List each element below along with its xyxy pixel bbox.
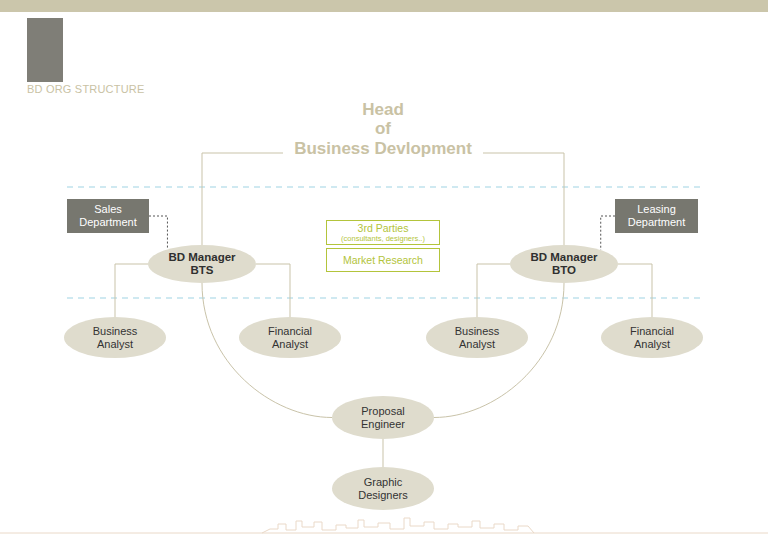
connector-line [115,264,148,317]
node-text: BD Manager BTO [518,251,610,277]
ellipse-fill [426,317,528,358]
corner-block [27,18,63,82]
level-divider [67,298,700,299]
connector-line [256,264,290,317]
role-ellipse: Financial Analyst [601,317,703,358]
head-title: Head of Business Devlopment [283,99,483,159]
node-text: Business Analyst [75,325,155,351]
node-text: Financial Analyst [250,325,330,351]
ellipse-fill [510,245,618,283]
manager-ellipse: BD Manager BTS [148,245,256,283]
role-ellipse: Business Analyst [426,317,528,358]
connector-line [601,216,615,250]
role-ellipse: Business Analyst [64,317,166,358]
node-text: Market Research [343,254,423,266]
department-box: Sales Department [67,199,149,233]
ellipse-fill [64,317,166,358]
top-bar [0,0,768,12]
text-line: of [375,119,391,138]
ellipse-fill [332,396,434,439]
node-text: Head of Business Devlopment [294,100,472,159]
connector-line [383,439,384,467]
node-text: 3rd Parties [358,223,409,234]
ellipse-fill [239,317,341,358]
node-text: Leasing Department [615,203,698,229]
role-ellipse: Financial Analyst [239,317,341,358]
node-text: Sales Department [67,203,149,229]
node-text: Graphic Designers [343,476,423,502]
role-ellipse: Proposal Engineer [332,396,434,439]
support-box: Market Research [326,248,440,272]
support-box: 3rd Parties(consultants, designers..) [326,220,440,245]
department-box: Leasing Department [615,199,698,233]
text-line: Head [362,100,404,119]
node-text: Proposal Engineer [343,405,423,431]
ellipse-fill [148,245,256,283]
connector-line [149,216,167,249]
node-text: BD Manager BTS [156,251,248,277]
footer-line [0,533,768,534]
page-title: BD ORG STRUCTURE [27,83,144,95]
manager-ellipse: BD Manager BTO [510,245,618,283]
connector-line [477,264,510,317]
connector-line [483,153,564,245]
text-line: Business Devlopment [294,139,472,158]
node-text: (consultants, designers..) [341,234,425,243]
role-ellipse: Graphic Designers [332,467,434,510]
ellipse-fill [332,467,434,510]
skyline [262,518,534,533]
ellipse-fill [601,317,703,358]
connector-line [202,153,283,245]
level-divider [67,187,700,188]
node-text: Financial Analyst [612,325,692,351]
connector-line [618,264,652,317]
node-text: Business Analyst [437,325,517,351]
